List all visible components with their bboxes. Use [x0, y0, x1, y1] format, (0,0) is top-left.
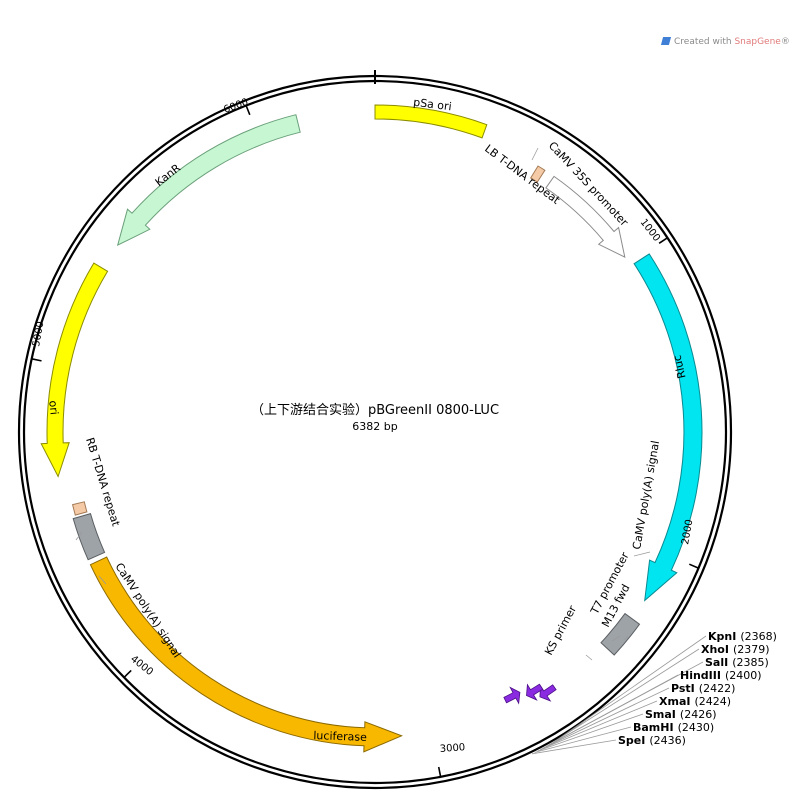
leader-site-8	[531, 739, 617, 755]
leader-site-7	[534, 726, 632, 753]
leader-lines	[75, 147, 707, 755]
feature-polya-2[interactable]	[72, 512, 106, 561]
leader-site-6	[537, 713, 644, 752]
site-sali: SalI(2385)	[705, 656, 769, 669]
site-xmai: XmaI(2424)	[659, 695, 731, 708]
label-ks-primer: KS primer	[542, 603, 579, 657]
leader-polya-2	[98, 575, 107, 585]
tick-4000	[123, 669, 132, 678]
feature-ks-primer[interactable]	[503, 686, 521, 705]
plasmid-name: （上下游结合实验）pBGreenII 0800-LUC	[251, 402, 499, 418]
tick-6000	[245, 105, 251, 116]
plasmid-length: 6382 bp	[352, 420, 397, 433]
site-psti: PstI(2422)	[671, 682, 735, 695]
leader-site-0	[553, 635, 707, 743]
feature-lb-tdna[interactable]	[530, 165, 546, 183]
tick-label-5000: 5000	[31, 321, 46, 348]
site-bamhi: BamHI(2430)	[633, 721, 714, 734]
leader-polya-1	[633, 551, 651, 557]
leader-site-4	[542, 687, 670, 749]
leader-ks	[585, 654, 593, 661]
leader-site-5	[540, 700, 658, 750]
site-xhoi: XhoI(2379)	[701, 643, 770, 656]
tick-label-2000: 2000	[680, 519, 695, 546]
feature-m13-fwd[interactable]	[526, 683, 544, 701]
tick-label-1000: 1000	[638, 217, 662, 244]
leader-m13	[623, 635, 629, 641]
leader-site-3	[545, 674, 679, 747]
label-psa-ori: pSa ori	[413, 96, 453, 114]
feature-camv35s[interactable]	[545, 175, 626, 259]
tick-3000	[437, 766, 442, 777]
tick-1000	[658, 237, 668, 244]
tick-label-4000: 4000	[128, 654, 155, 678]
restriction-site-list: KpnI(2368) XhoI(2379) SalI(2385) HindIII…	[618, 630, 777, 747]
label-polya-1: CaMV poly(A) signal	[630, 440, 662, 551]
label-luciferase: luciferase	[313, 729, 367, 744]
feature-t7-promoter[interactable]	[539, 684, 557, 702]
snapgene-credit: Created with SnapGene®	[660, 37, 790, 47]
ruler-ticks	[31, 105, 699, 777]
site-hindiii: HindIII(2400)	[680, 669, 762, 682]
tick-label-3000: 3000	[439, 742, 465, 755]
leader-lb-tdna	[531, 147, 539, 161]
site-spei: SpeI(2436)	[618, 734, 686, 747]
feature-rb-tdna[interactable]	[71, 501, 88, 516]
tick-label-6000: 6000	[222, 97, 250, 116]
site-kpni: KpnI(2368)	[708, 630, 777, 643]
tick-5000	[31, 358, 42, 362]
feature-luciferase[interactable]	[89, 556, 403, 753]
leader-rb-tdna	[75, 531, 83, 541]
tick-2000	[688, 563, 699, 569]
feature-kanr[interactable]	[116, 114, 301, 247]
leader-t7	[611, 635, 621, 642]
feature-ori[interactable]	[40, 262, 109, 478]
feature-psa-ori[interactable]	[374, 104, 488, 139]
feature-polya-1[interactable]	[600, 612, 641, 656]
feature-rluc[interactable]	[633, 253, 703, 602]
leader-site-1	[551, 648, 700, 744]
label-ori: ori	[46, 400, 60, 416]
site-smai: SmaI(2426)	[645, 708, 716, 721]
feature-track	[40, 104, 703, 753]
label-rluc: Rluc	[671, 354, 689, 380]
